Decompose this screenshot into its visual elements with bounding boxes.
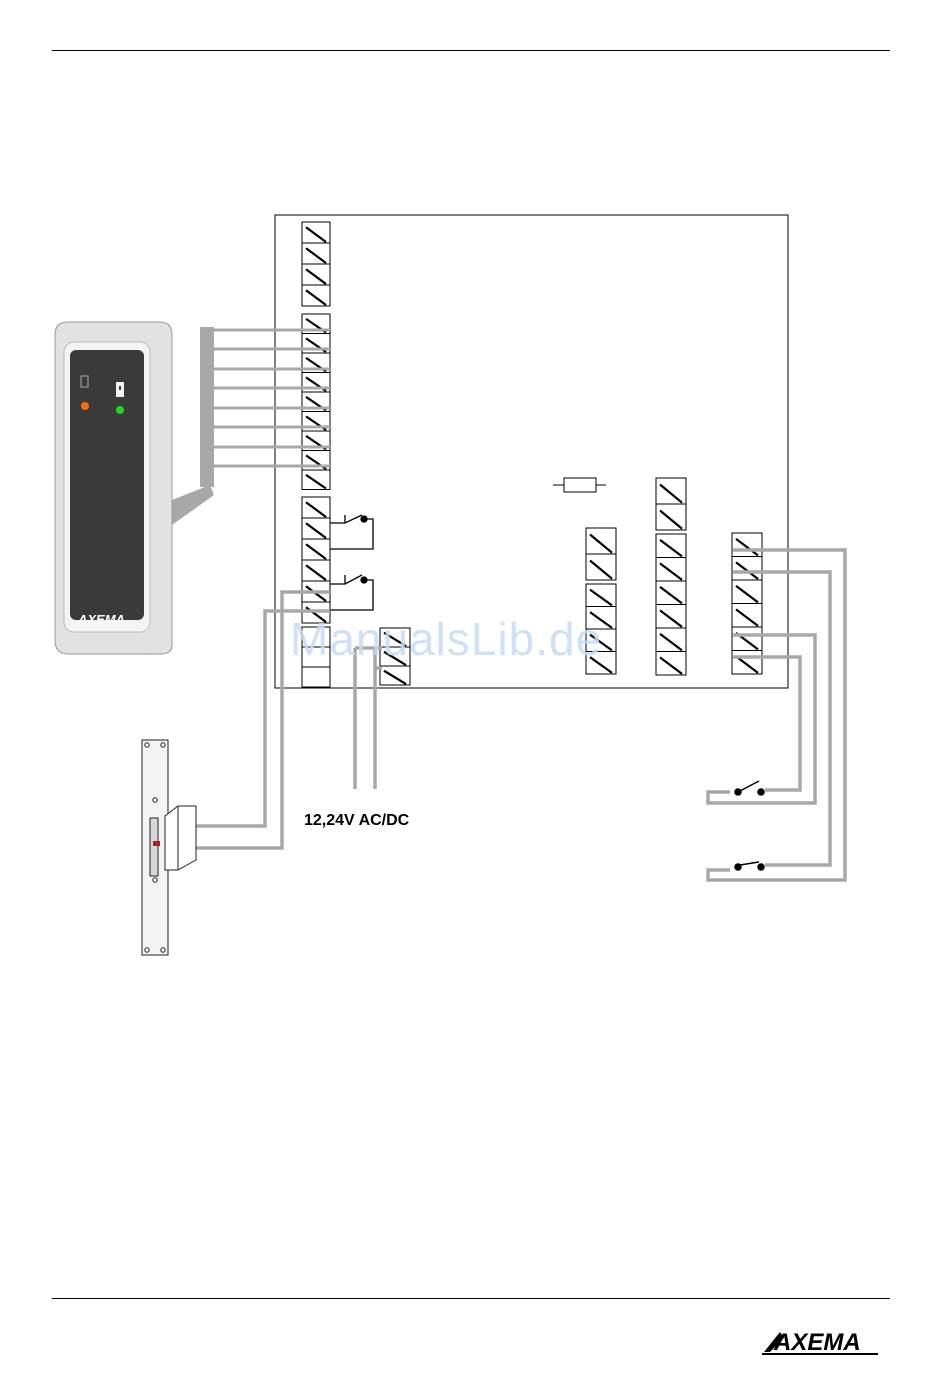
terminal-block-power-in (302, 222, 330, 306)
terminal-block-inputs (732, 533, 762, 674)
reader-brand-logo: AXEMA (77, 612, 125, 627)
push-buttons (735, 781, 764, 870)
terminal-block-relays (302, 497, 330, 623)
card-reader: AXEMA (55, 322, 214, 655)
footer-brand-logo: AXEMA (762, 1329, 878, 1356)
reader-led-right (116, 406, 124, 414)
electric-strike (142, 740, 196, 955)
resistor-symbol (553, 478, 606, 492)
relay-contacts (330, 515, 373, 610)
reader-led-left (81, 402, 89, 410)
terminal-block-mid-a (586, 528, 616, 580)
terminal-block-mid-c (656, 534, 686, 675)
terminal-block-reader (302, 314, 330, 490)
svg-text:AXEMA: AXEMA (773, 1329, 861, 1356)
terminal-block-top (656, 478, 686, 530)
power-supply-label: 12,24V AC/DC (304, 812, 409, 830)
watermark: ManualsLib.de (290, 612, 602, 666)
